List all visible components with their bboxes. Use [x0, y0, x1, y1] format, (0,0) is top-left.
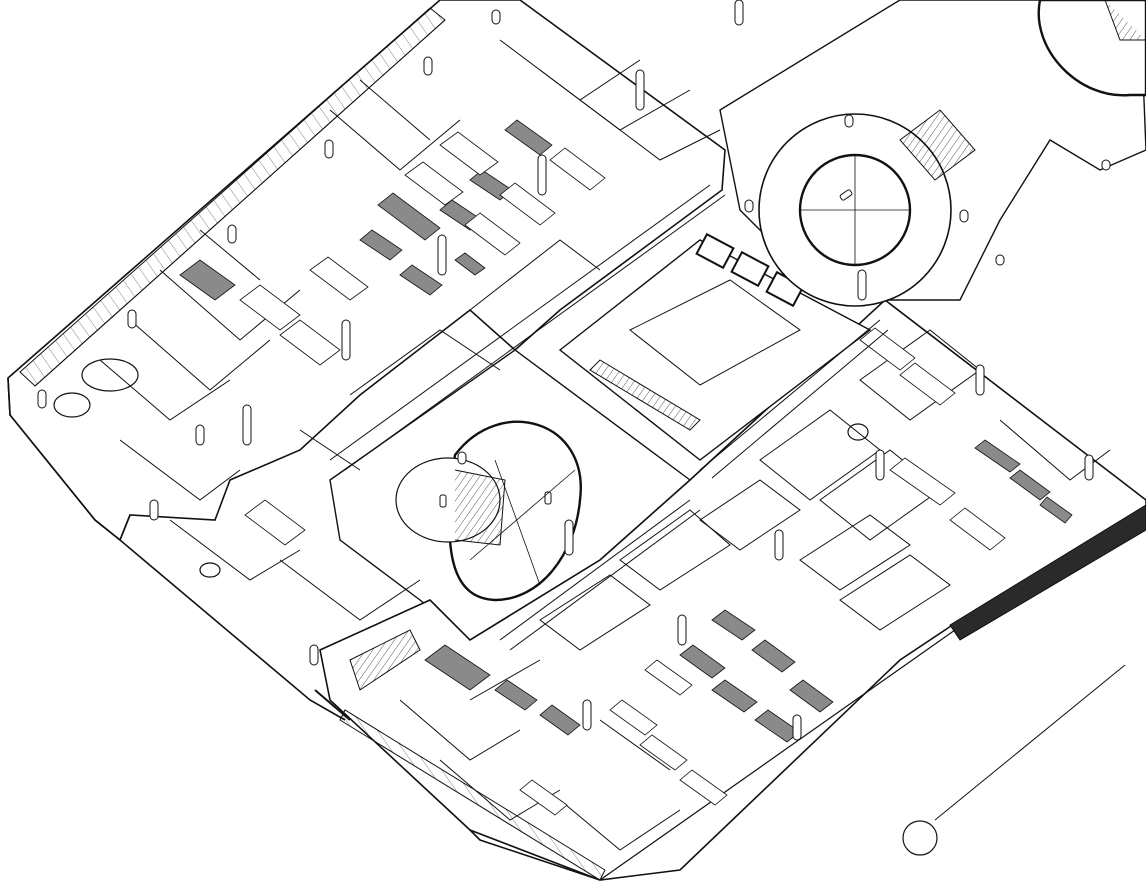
structural-columns: [37, 0, 1111, 741]
atrium-void-outline: [448, 420, 582, 602]
white-workstations: [239, 131, 1006, 816]
central-atrium: [329, 349, 692, 641]
rotunda-stair: [899, 109, 976, 181]
round-meeting-rooms: [53, 358, 869, 578]
roof-edge-band: [949, 504, 1146, 641]
site-reference-line: [902, 664, 1126, 856]
service-core: [558, 232, 872, 461]
south-stair: [314, 629, 421, 721]
east-wing-partitions: [399, 329, 1111, 851]
north-rotunda: [719, 0, 1146, 307]
east-wing-floor: [319, 298, 1146, 881]
building-outline: [7, 377, 601, 881]
site-marker: [902, 820, 938, 856]
corridor-rails: [329, 184, 889, 651]
west-wing-floor: [7, 0, 726, 542]
